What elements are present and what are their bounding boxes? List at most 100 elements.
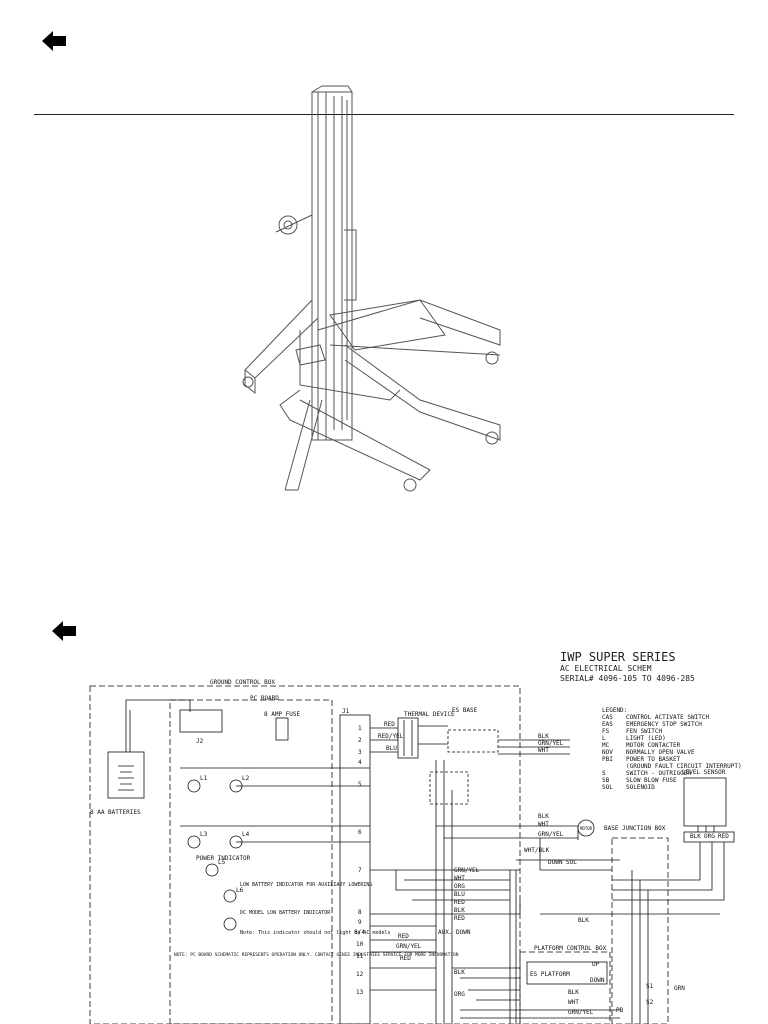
j1-pin: 10 [356, 941, 364, 948]
legend-key: MC [602, 742, 610, 749]
j1-pin: 12 [356, 971, 364, 978]
j1-label: J1 [342, 708, 350, 715]
wire-label: BLK [568, 989, 579, 996]
legend-key: L [602, 735, 606, 742]
legend-value: SOLENOID [626, 784, 655, 791]
wire-label: RED [384, 721, 395, 728]
j1-pin: 6 [358, 829, 362, 836]
indicator-label: L5 [218, 859, 226, 866]
legend-value: CONTROL ACTIVATE SWITCH [626, 714, 709, 721]
aux-down-label: AUX. DOWN [438, 929, 471, 936]
back-arrow-icon [42, 31, 66, 51]
j1-pin: 8/4 [354, 929, 365, 936]
wire-label: RED [454, 899, 465, 906]
wire-label: GRN/YEL [538, 740, 564, 747]
indicator-label: L6 [236, 887, 244, 894]
back-arrow-button-2[interactable] [52, 620, 78, 642]
legend-key: FS [602, 728, 610, 735]
wire-label: WHT/BLK [524, 847, 550, 854]
amp-fuse-label: 8 AMP FUSE [264, 711, 301, 718]
j1-pin-labels: 1 2 3 4 5 6 7 8 9 8/4 10 11 12 13 [354, 725, 365, 996]
legend-key: SB [602, 777, 610, 784]
indicator-label: L2 [242, 775, 250, 782]
j1-pin: 8 [358, 909, 362, 916]
note-dc-label: Note: This indicator should not light on… [240, 930, 391, 936]
pc-board-label: PC BOARD [250, 695, 279, 702]
legend-key: CAS [602, 714, 613, 721]
wire-label: BLK [538, 733, 549, 740]
legend-value: POWER TO BASKET [626, 756, 681, 763]
legend-value: EMERGENCY STOP SWITCH [626, 721, 702, 728]
wire-label: WHT [538, 821, 549, 828]
wire-label: BLK [454, 969, 465, 976]
platform-switch-label: ES PLATFORM [530, 971, 570, 978]
note-pc-label: NOTE: PC BOARD SCHEMATIC REPRESENTS OPER… [174, 952, 459, 958]
wire-label: WHT [538, 747, 549, 754]
es-base-label: ES BASE [452, 707, 478, 714]
j1-pin: 3 [358, 749, 362, 756]
wire-label: RED [454, 915, 465, 922]
j1-pin: 2 [358, 737, 362, 744]
j1-pin: 7 [358, 867, 362, 874]
indicator-label: L4 [242, 831, 250, 838]
dc-model-low-label: DC MODEL LOW BATTERY INDICATOR [240, 910, 331, 916]
legend-key: S [602, 770, 606, 777]
switch-label: S1 [646, 983, 654, 990]
legend-value: MOTOR CONTACTER [626, 742, 681, 749]
wire-label: BLK [454, 907, 465, 914]
up-label: UP [592, 961, 600, 968]
j1-pin: 13 [356, 989, 364, 996]
legend-value: FEN SWITCH [626, 728, 663, 735]
legend-value: SLOW BLOW FUSE [626, 777, 677, 784]
wire-label: RED [400, 955, 411, 962]
lift-illustration [242, 85, 501, 492]
title-line-2: AC ELECTRICAL SCHEM [560, 664, 652, 674]
j1-pin: 9 [358, 919, 362, 926]
legend: LEGEND: CAS CONTROL ACTIVATE SWITCH EAS … [602, 707, 742, 791]
down-sol-label: DOWN SOL [548, 859, 577, 866]
wire-label: WHT [568, 999, 579, 1006]
back-arrow-icon [52, 621, 76, 641]
schematic-title: IWP SUPER SERIES AC ELECTRICAL SCHEM SER… [560, 650, 695, 684]
wire-label: BLU [454, 891, 465, 898]
legend-key: EAS [602, 721, 613, 728]
back-arrow-button[interactable] [42, 30, 68, 52]
wire-label: BLU [386, 745, 397, 752]
wire-label: ORG [454, 991, 465, 998]
j2-label: J2 [196, 738, 204, 745]
wire-label: GRN/YEL [568, 1009, 594, 1016]
indicator-label: L1 [200, 775, 208, 782]
j1-pin: 11 [356, 953, 364, 960]
j1-pin: 4 [358, 759, 362, 766]
title-line-3: SERIAL# 4096-105 TO 4096-285 [560, 673, 695, 683]
wire-label: ORG [704, 833, 715, 840]
legend-key: PBI [602, 756, 613, 763]
platform-control-box-label: PLATFORM CONTROL BOX [534, 945, 607, 952]
ground-control-box-label: GROUND CONTROL BOX [210, 679, 275, 686]
wire-label: RED [718, 833, 729, 840]
switch-label: S2 [646, 999, 654, 1006]
horizontal-divider [34, 114, 734, 115]
j1-pin: 1 [358, 725, 362, 732]
wire-label: GRN/YEL [538, 831, 564, 838]
wire-label: GRN/YEL [454, 867, 480, 874]
legend-value: (GROUND FAULT CIRCUIT INTERRUPT) [626, 763, 742, 770]
indicator-label: L3 [200, 831, 208, 838]
wire-label: BLK [690, 833, 701, 840]
wire-label: ORG [454, 883, 465, 890]
wire-label: RED/YEL [378, 733, 404, 740]
power-indicator-label: POWER INDICATOR [196, 855, 251, 862]
level-sensor-label: LEVEL SENSOR [682, 769, 726, 776]
switch-label: PB [616, 1007, 624, 1014]
legend-value: SWITCH - OUTRIGGER [626, 770, 691, 777]
legend-value: LIGHT (LED) [626, 735, 666, 742]
motor-label: MOTOR [580, 826, 593, 831]
down-label: DOWN [590, 977, 605, 984]
legend-key: SOL [602, 784, 613, 791]
wire-label: GRN/YEL [396, 943, 422, 950]
legend-title: LEGEND: [602, 707, 627, 714]
wire-label: RED [398, 933, 409, 940]
title-line-1: IWP SUPER SERIES [560, 650, 676, 664]
base-junction-box-label: BASE JUNCTION BOX [604, 825, 666, 832]
